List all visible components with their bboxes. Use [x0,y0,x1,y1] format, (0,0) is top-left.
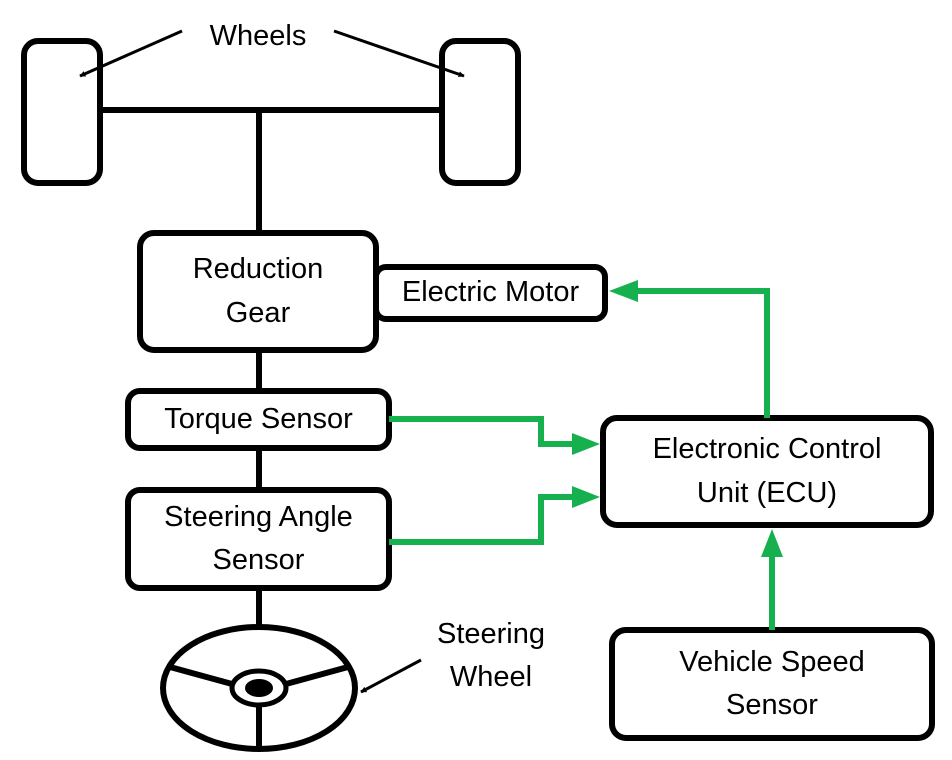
reduction-gear-label: Reduction Gear [143,236,373,347]
ecu-to-motor-signal [634,288,770,418]
steering-wheel-spoke-left [169,664,233,687]
left-wheel [21,38,103,186]
vehicle-speed-sensor-label-line1: Vehicle Speed [679,645,865,678]
steering-angle-sensor-label: Steering Angle Sensor [131,493,386,585]
torque-to-ecu-signal [389,416,576,447]
torque-to-ecu-arrowhead [572,433,600,455]
reduction-gear-label-line2: Gear [225,296,291,329]
wheels-label-text: Wheels [209,20,307,53]
vehicle-speed-sensor-label-line2: Sensor [726,689,818,721]
wheels-arrow-left [79,29,183,78]
ecu-label: Electronic Control Unit (ECU) [606,421,928,522]
wheels-arrow-right [333,29,465,78]
steering-wheel-label-line1: Steering [436,617,545,650]
electric-motor-label-text: Electric Motor [401,276,580,309]
electric-motor-label: Electric Motor [379,270,602,316]
right-wheel [439,38,521,186]
wheels-label: Wheels [186,16,330,58]
torque-sensor-label-text: Torque Sensor [164,402,353,435]
reduction-gear-label-line1: Reduction [192,253,324,285]
speed-to-ecu-arrowhead [761,529,783,557]
angle-to-ecu-arrowhead [572,486,600,508]
electric-motor-box [373,264,608,322]
steering-wheel-pointer-arrow [360,658,422,694]
ecu-label-line1: Electronic Control [652,433,882,465]
steering-wheel-spoke-right [285,664,349,687]
steering-wheel-label: Steering Wheel [416,612,566,700]
vehicle-speed-sensor-label: Vehicle Speed Sensor [615,633,929,735]
steering-wheel-center [245,679,273,697]
ecu-label-line2: Unit (ECU) [696,476,838,509]
angle-to-ecu-signal [389,494,576,545]
torque-sensor-label: Torque Sensor [131,394,386,445]
steering-angle-sensor-label-line2: Sensor [212,544,305,576]
ecu-to-motor-arrowhead [609,280,638,302]
steering-angle-sensor-label-line1: Steering Angle [164,500,353,533]
steering-wheel-label-line2: Wheel [449,661,533,693]
